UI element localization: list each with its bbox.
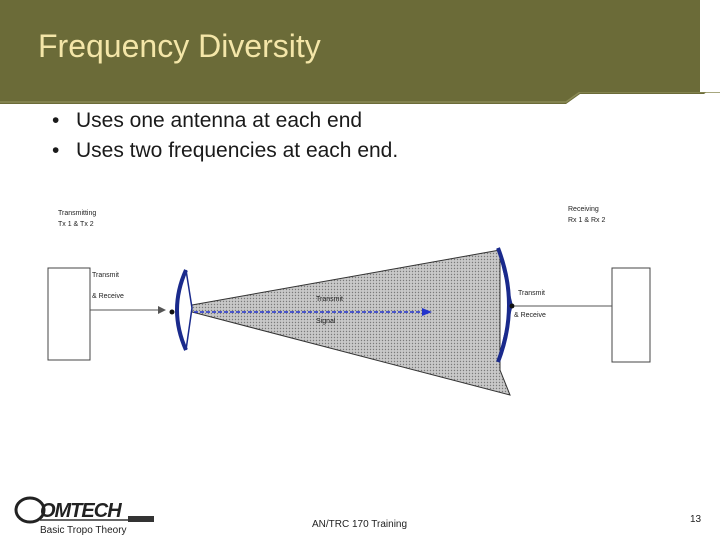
left-antenna-strut-bottom bbox=[185, 307, 193, 351]
slide-title: Frequency Diversity bbox=[38, 28, 321, 64]
right-feed-point bbox=[509, 303, 515, 309]
title-bar-edge bbox=[0, 92, 720, 104]
bullet-list: • Uses one antenna at each end • Uses two … bbox=[52, 106, 398, 166]
transmitting-freq-label: Tx 1 & Tx 2 bbox=[58, 221, 94, 228]
page-number: 13 bbox=[690, 514, 702, 525]
footer-course-title: Basic Tropo Theory bbox=[40, 525, 127, 536]
right-transmit-label: Transmit bbox=[518, 290, 545, 297]
receiving-freq-label: Rx 1 & Rx 2 bbox=[568, 217, 605, 224]
transmitting-label: Transmitting bbox=[58, 210, 96, 217]
diversity-diagram: Transmitting Tx 1 & Tx 2 Receiving Rx 1 … bbox=[47, 206, 651, 396]
left-transmit-label: Transmit bbox=[92, 272, 119, 279]
right-antenna-strut-top bbox=[497, 247, 513, 306]
signal-label-bottom: Signal bbox=[316, 318, 336, 325]
comtech-logo-icon bbox=[14, 496, 154, 524]
left-antenna-strut-top bbox=[185, 269, 193, 309]
bullet-item: • Uses one antenna at each end bbox=[52, 106, 398, 136]
right-antenna-strut-bottom bbox=[497, 304, 513, 363]
bullet-text: Uses two frequencies at each end. bbox=[76, 139, 399, 162]
bullet-item: • Uses two frequencies at each end. bbox=[52, 136, 398, 166]
right-equipment-box bbox=[611, 267, 651, 363]
left-feed-point bbox=[169, 309, 175, 315]
signal-label-top: Transmit bbox=[316, 296, 343, 303]
footer-training-title: AN/TRC 170 Training bbox=[312, 519, 408, 530]
right-antenna-dish bbox=[496, 247, 511, 363]
left-feed-arrow bbox=[158, 306, 166, 314]
left-receive-label: & Receive bbox=[92, 293, 124, 300]
bullet-text: Uses one antenna at each end bbox=[76, 109, 363, 132]
logo-wordmark: OMTECH bbox=[40, 500, 122, 522]
bullet-dot: • bbox=[52, 109, 60, 132]
right-receive-label: & Receive bbox=[514, 312, 546, 319]
bullet-dot: • bbox=[52, 139, 60, 162]
tropo-beam bbox=[191, 249, 511, 396]
left-equipment-box bbox=[47, 267, 91, 361]
title-bar bbox=[0, 0, 700, 92]
signal-arrow-head bbox=[422, 308, 432, 316]
left-antenna-dish bbox=[175, 269, 188, 351]
receiving-label: Receiving bbox=[568, 206, 599, 213]
